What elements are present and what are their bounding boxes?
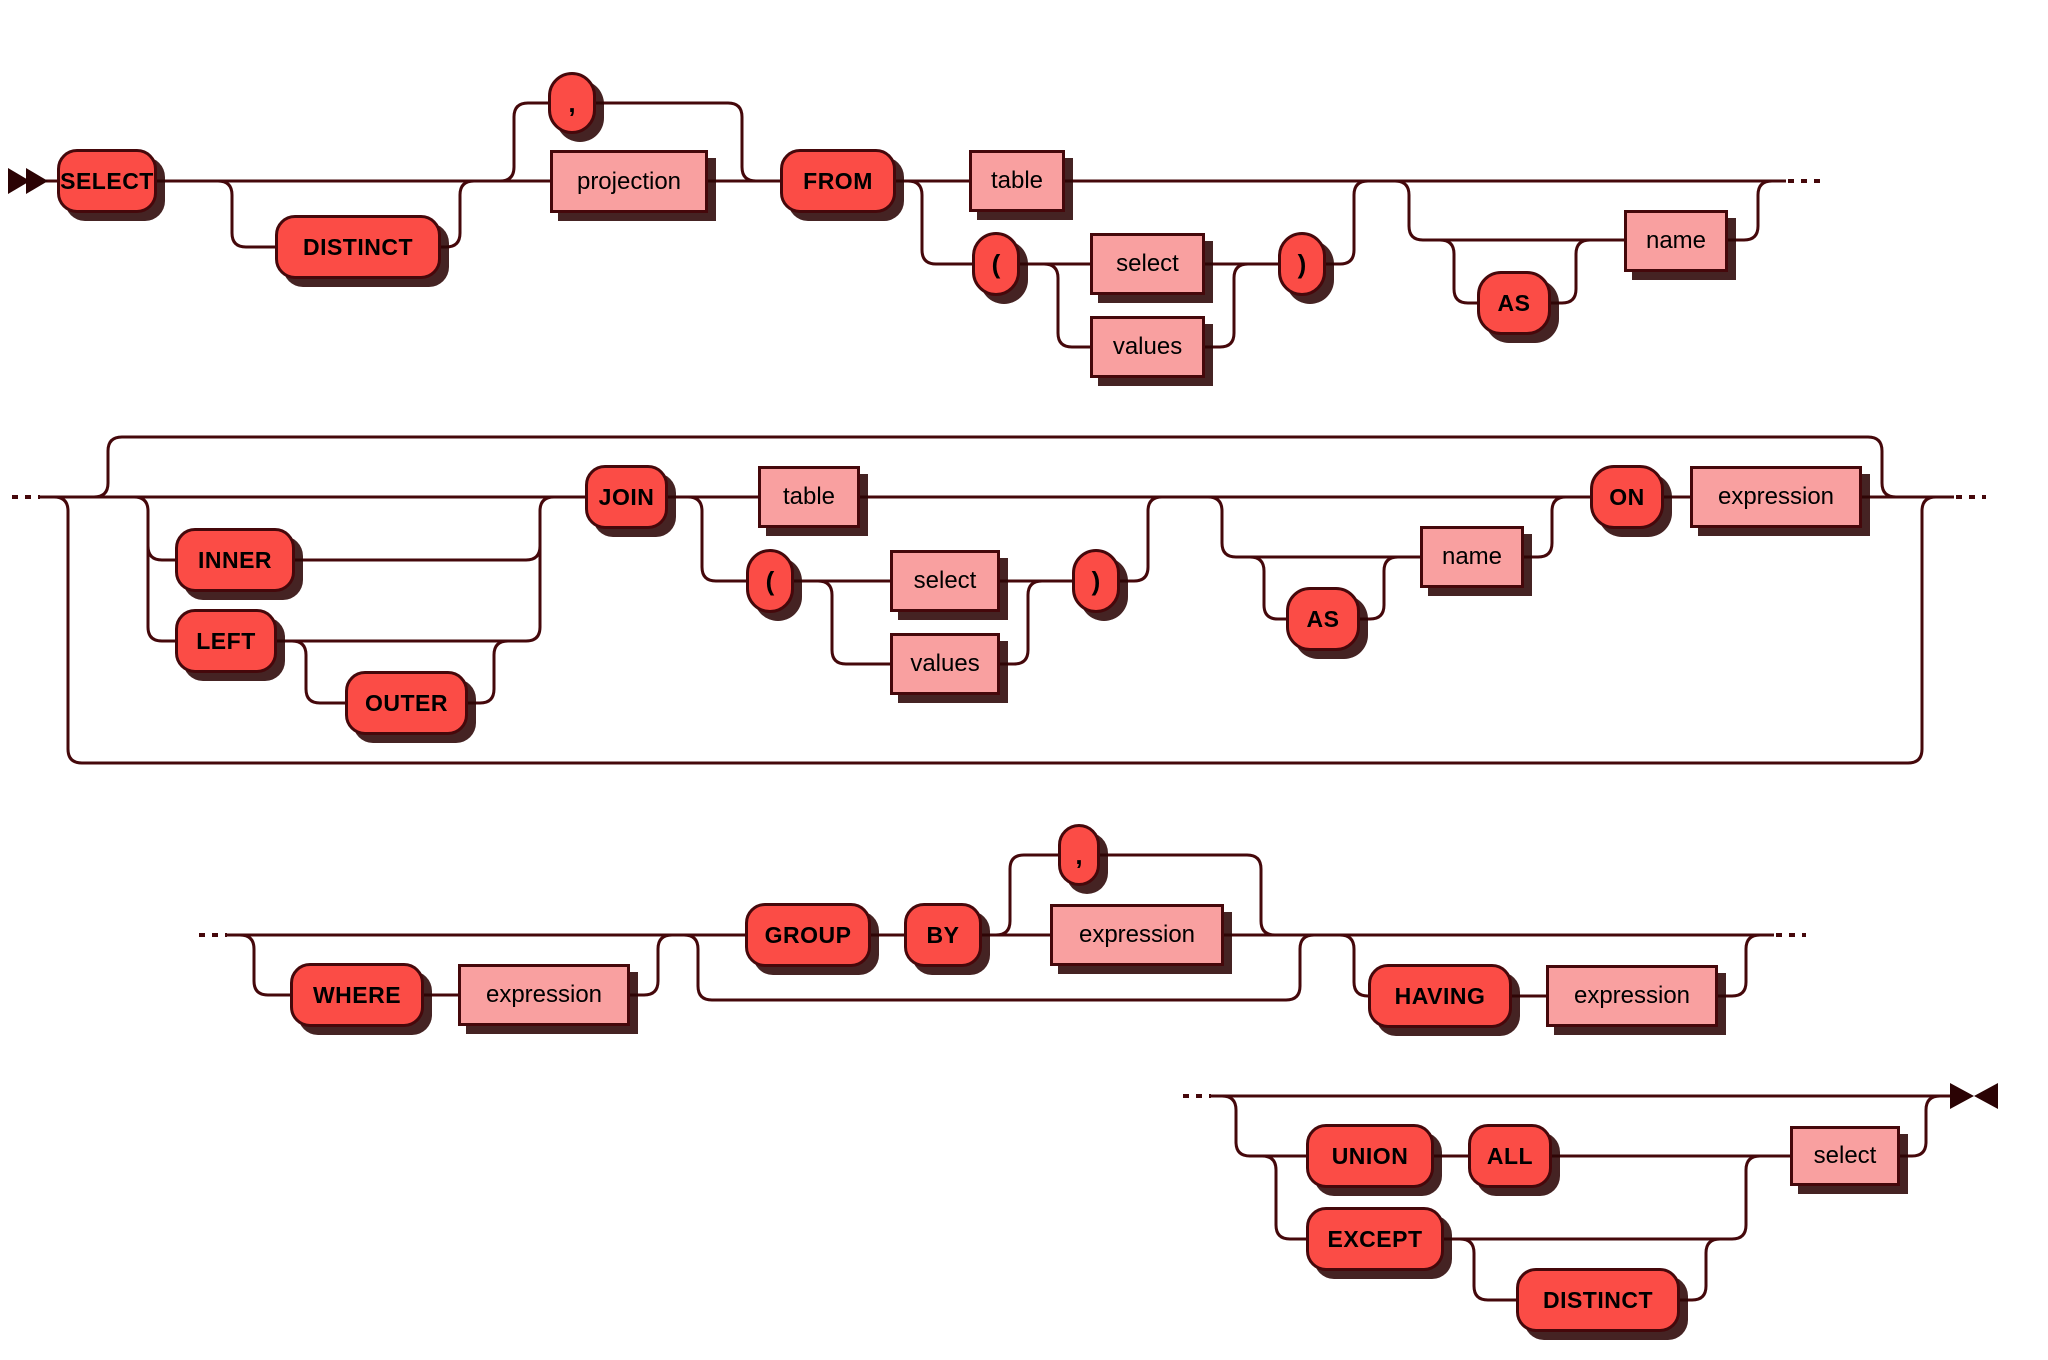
open-paren: ( (746, 549, 794, 613)
keyword-group: GROUP (745, 903, 871, 967)
row2-skip-bypass (53, 495, 1937, 765)
row3-where-branch (239, 933, 673, 997)
open-paren: ( (972, 232, 1020, 296)
keyword-as: AS (1477, 271, 1551, 335)
row4-union-branch (1221, 1094, 1941, 1158)
comma-separator: , (548, 72, 596, 134)
nonterminal-select: select (890, 550, 1000, 612)
comma-separator: , (1058, 824, 1100, 886)
keyword-as: AS (1286, 587, 1360, 651)
start-icon (26, 168, 48, 194)
keyword-all: ALL (1468, 1124, 1552, 1188)
keyword-from: FROM (780, 149, 896, 213)
close-paren: ) (1278, 232, 1326, 296)
nonterminal-expression: expression (1050, 904, 1224, 966)
nonterminal-values: values (890, 633, 1000, 695)
nonterminal-expression: expression (1546, 965, 1718, 1027)
keyword-join: JOIN (585, 465, 668, 529)
row4-distinct-dip (1459, 1237, 1721, 1302)
row3-having-branch (1339, 933, 1761, 998)
nonterminal-projection: projection (550, 150, 708, 213)
row2-repeat-loop (93, 435, 1897, 499)
row2-as-dip (1249, 555, 1399, 621)
row4-except-branch (1261, 1154, 1761, 1241)
end-icon (1950, 1083, 1974, 1109)
keyword-left: LEFT (175, 609, 277, 673)
nonterminal-table: table (758, 466, 860, 528)
row1-values-branch (1043, 262, 1249, 349)
row1-alias-branch (1394, 179, 1773, 242)
row2-inner-entry (146, 545, 175, 562)
start-icon (8, 168, 30, 194)
keyword-on: ON (1590, 465, 1664, 529)
row1-paren-rise (1326, 179, 1369, 266)
nonterminal-values: values (1090, 316, 1205, 378)
row2-paren-rise (1120, 495, 1163, 583)
row3-expression-loop (995, 853, 1276, 937)
keyword-by: BY (904, 903, 982, 967)
keyword-union: UNION (1306, 1124, 1434, 1188)
row3-groupby-bypass (683, 933, 1315, 1002)
keyword-inner: INNER (175, 528, 295, 592)
row2-values-branch (817, 579, 1043, 666)
nonterminal-name: name (1420, 526, 1524, 588)
nonterminal-select: select (1790, 1126, 1900, 1186)
row1-as-dip (1439, 238, 1591, 305)
nonterminal-select: select (1090, 233, 1205, 295)
row2-jointype-left-branch (133, 495, 175, 643)
row2-outer-dip (291, 639, 509, 705)
nonterminal-name: name (1624, 210, 1728, 272)
row1-projection-loop (499, 101, 757, 183)
end-icon (1974, 1083, 1998, 1109)
keyword-distinct: DISTINCT (275, 215, 441, 279)
nonterminal-expression: expression (1690, 466, 1862, 528)
row2-alias-branch (1207, 495, 1567, 559)
row1-distinct-branch (217, 179, 475, 249)
row2-left-rejoin (277, 495, 555, 643)
nonterminal-table: table (969, 150, 1065, 212)
keyword-having: HAVING (1368, 964, 1512, 1028)
close-paren: ) (1072, 549, 1120, 613)
nonterminal-expression: expression (458, 964, 630, 1026)
keyword-except: EXCEPT (1306, 1207, 1444, 1271)
keyword-outer: OUTER (345, 671, 468, 735)
keyword-where: WHERE (290, 963, 424, 1027)
keyword-select: SELECT (57, 149, 157, 213)
row2-inner-rejoin (295, 545, 542, 562)
keyword-distinct: DISTINCT (1516, 1268, 1680, 1332)
